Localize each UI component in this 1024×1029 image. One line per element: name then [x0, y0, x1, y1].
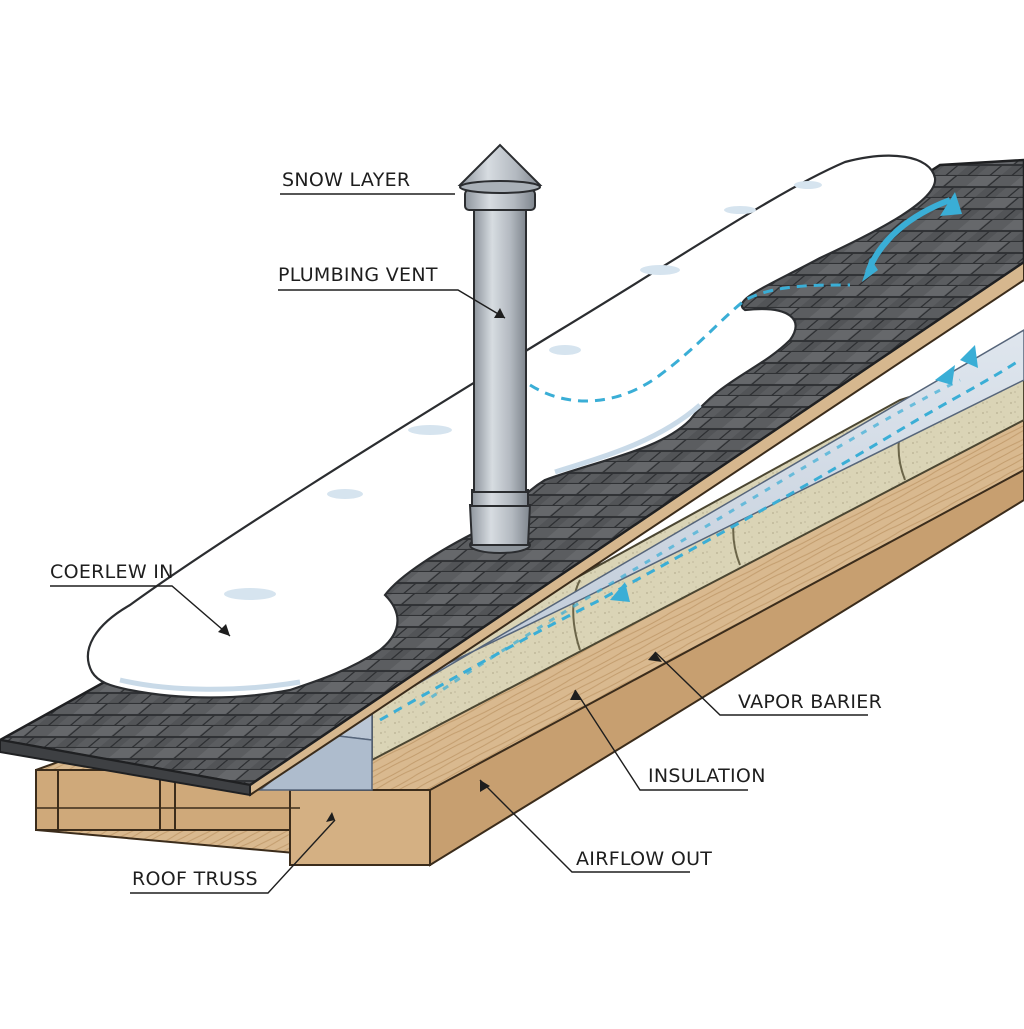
label-airflow-out: AIRFLOW OUT	[576, 848, 713, 870]
leader-roof-truss	[130, 819, 336, 894]
leader-airflow-out	[479, 779, 690, 873]
leader-coerlew-in	[50, 585, 231, 637]
leader-vapor-barier	[654, 651, 868, 716]
label-plumbing-vent: PLUMBING VENT	[278, 264, 438, 286]
label-coerlew-in: COERLEW IN	[50, 561, 174, 583]
label-roof-truss: ROOF TRUSS	[132, 868, 258, 890]
leader-insulation	[574, 689, 748, 791]
label-vapor-barier: VAPOR BARIER	[738, 691, 883, 713]
airflow-path	[379, 192, 1021, 722]
callout-leaders	[50, 193, 868, 894]
leader-plumbing-vent	[278, 289, 506, 319]
plumbing-vent-pipe	[457, 143, 543, 554]
callout-arrowheads	[218, 308, 662, 822]
label-snow-layer: SNOW LAYER	[282, 169, 411, 191]
label-insulation: INSULATION	[648, 765, 766, 787]
